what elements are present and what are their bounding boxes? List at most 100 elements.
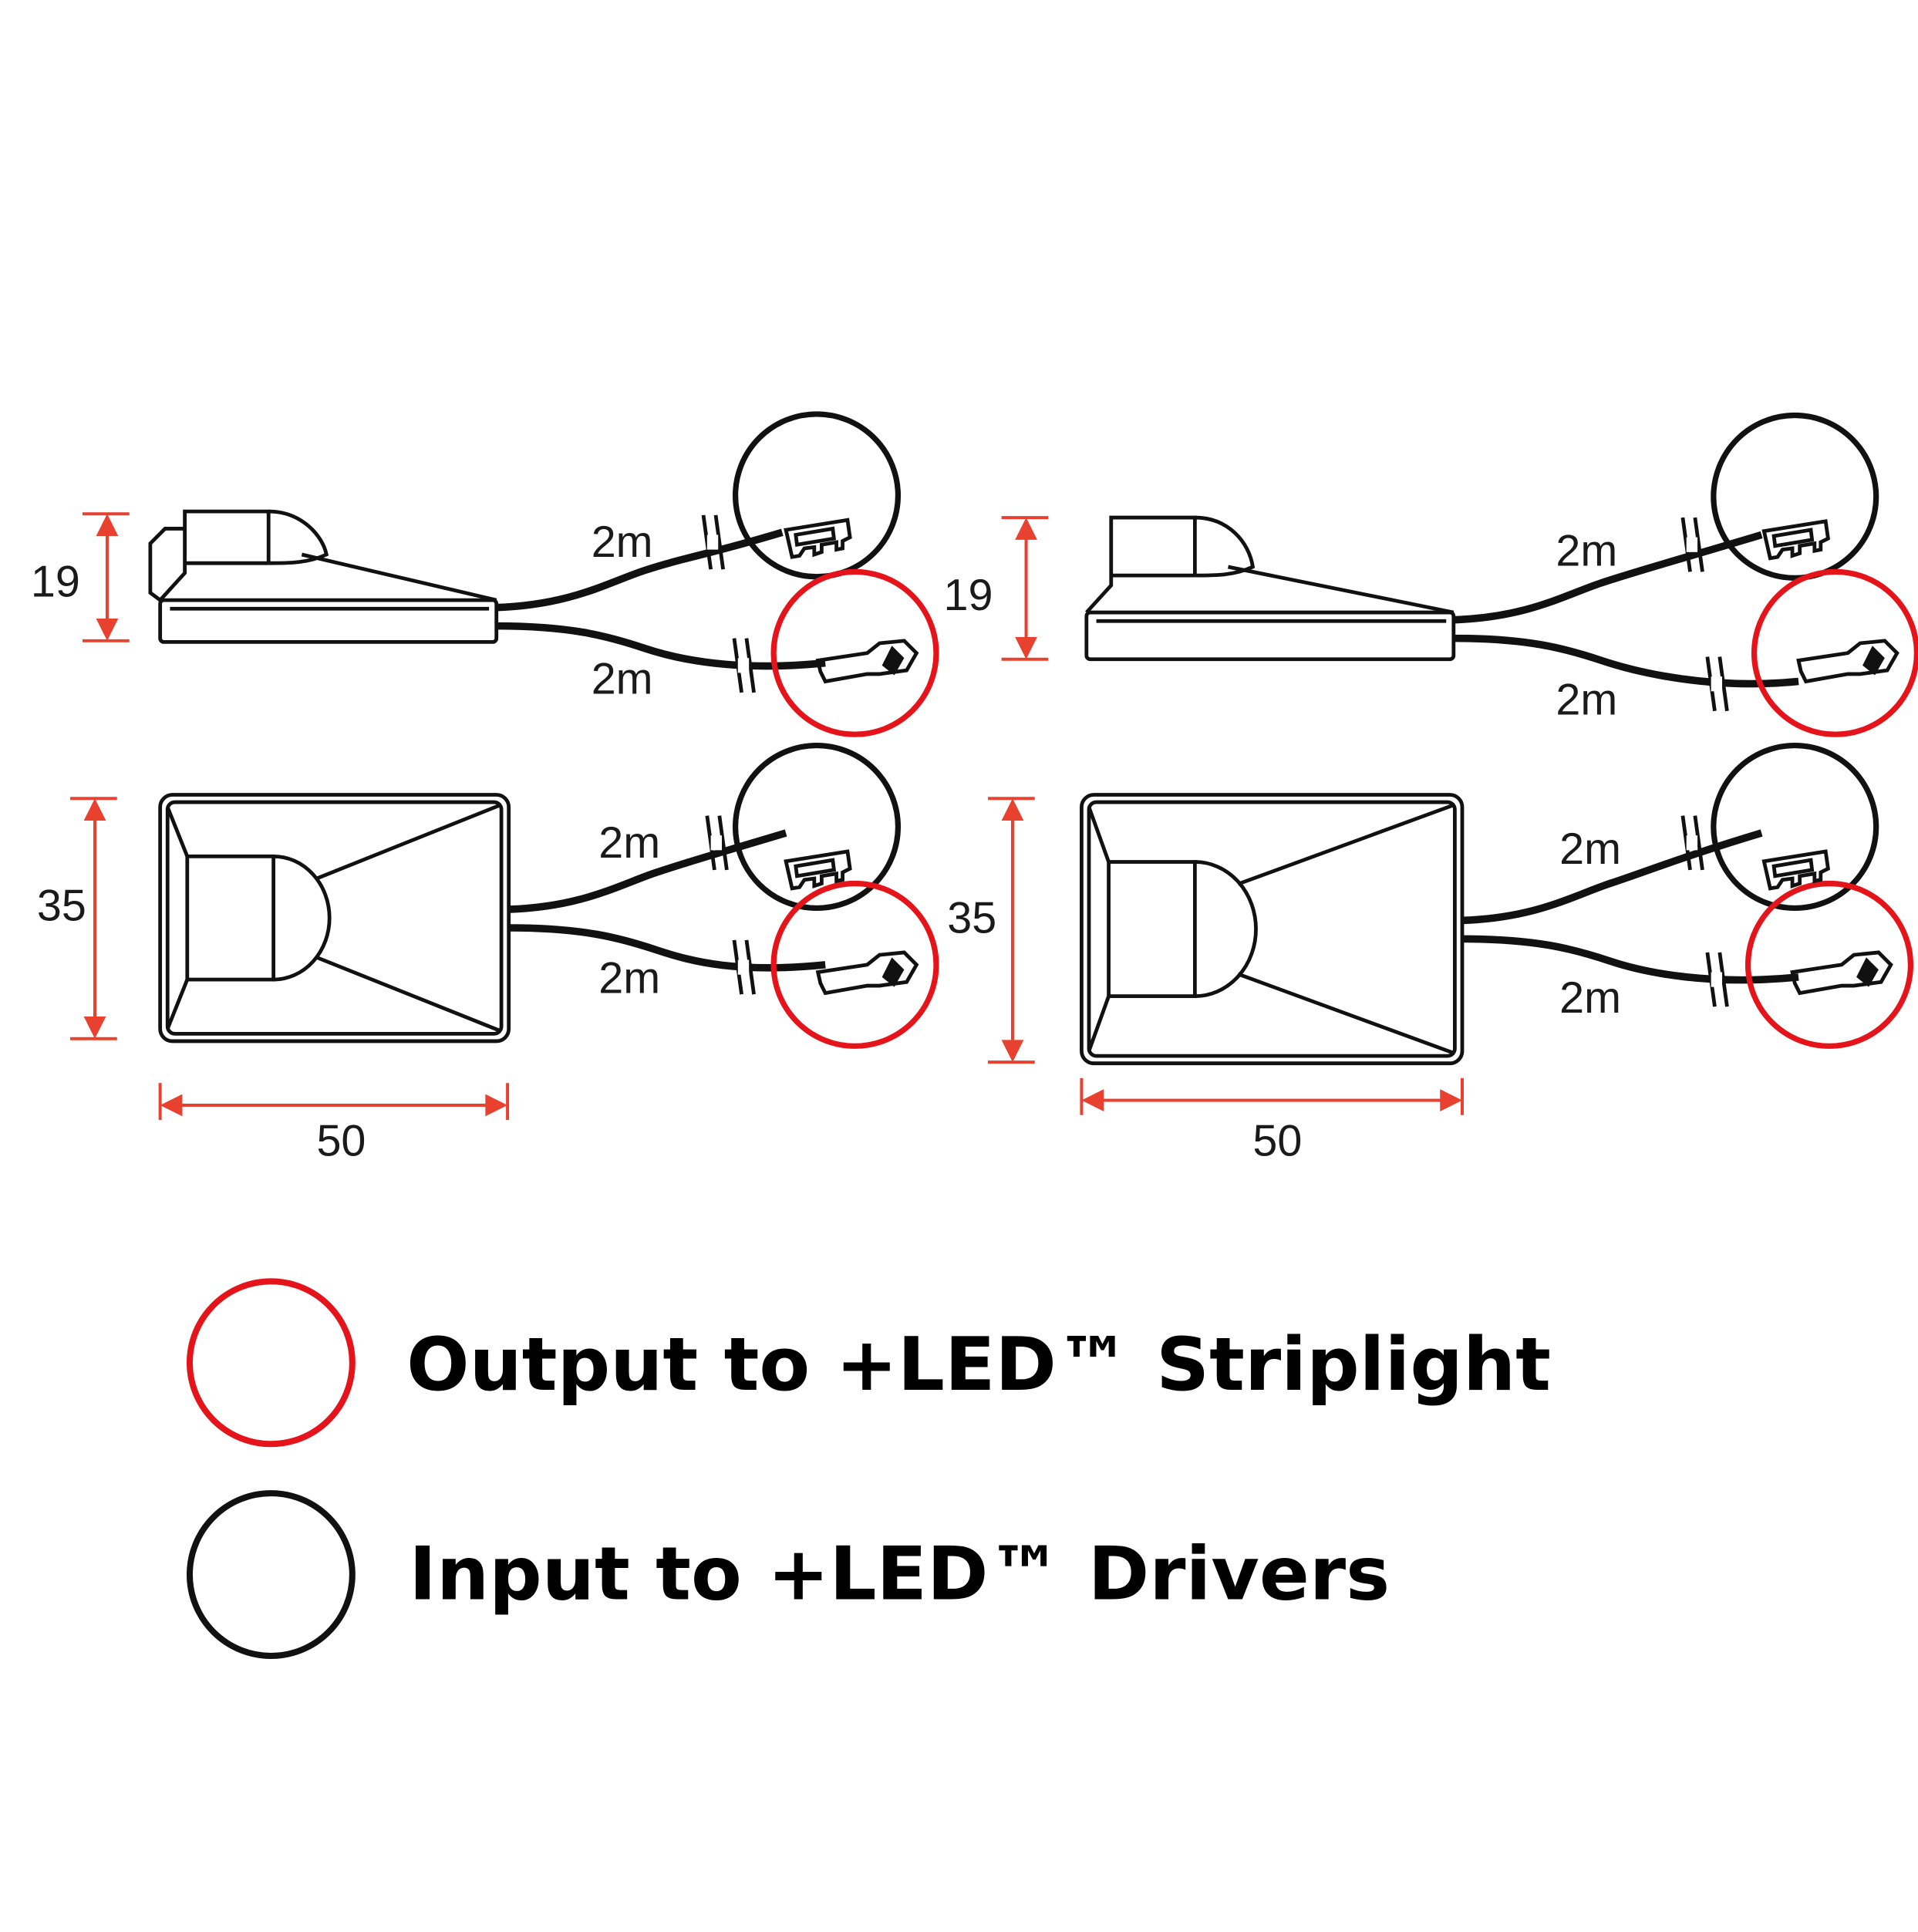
- input-cable: [496, 528, 784, 612]
- sensor-body: [1107, 860, 1197, 999]
- input-cable-length: 2m: [592, 518, 653, 567]
- legend-output-label: Output to +LED™ Striplight: [406, 1321, 1551, 1408]
- input-cable-length: 2m: [1556, 526, 1617, 575]
- legend: Output to +LED™ Striplight Input to +LED…: [186, 1278, 1551, 1659]
- input-connector-highlight-circle: [1711, 412, 1879, 581]
- input-cable-length: 2m: [1559, 824, 1621, 874]
- cable-break-gap: [1711, 676, 1723, 692]
- arrow-down-icon: [83, 1016, 106, 1039]
- output-cable-length: 2m: [598, 954, 660, 1003]
- side-view: 19 2m 2m: [31, 411, 939, 737]
- cable-break-mark: [1680, 815, 1692, 871]
- top-view: 35 50 2m 2m: [947, 742, 1914, 1165]
- height-label: 19: [943, 571, 993, 620]
- sensor-cap: [158, 509, 271, 602]
- cable-break-gap: [706, 534, 719, 550]
- output-connector-highlight-circle: [770, 880, 939, 1049]
- depth-label: 35: [947, 893, 996, 942]
- connector-latch: [1771, 858, 1815, 878]
- output-cable: [1461, 935, 1799, 984]
- connector-tip: [881, 957, 905, 987]
- height-label: 19: [31, 557, 80, 606]
- connector-tip: [1856, 957, 1879, 987]
- sensor-dome: [1195, 860, 1258, 999]
- arrow-up-icon: [96, 514, 119, 537]
- side-view: 19 2m 2m: [943, 412, 1918, 737]
- depth-label: 35: [37, 881, 86, 930]
- input-connector-icon: [1761, 519, 1831, 561]
- cable-break-gap: [1686, 537, 1698, 552]
- cable-break-gap: [737, 658, 750, 673]
- unit-2: 19 2m 2m 35 50 2m 2m: [943, 412, 1918, 1165]
- sensor-cap: [1085, 515, 1197, 614]
- output-cable-length: 2m: [1559, 973, 1621, 1023]
- housing-bevel-lines: [166, 803, 502, 1033]
- output-cable-length: 2m: [1556, 676, 1617, 725]
- input-cable: [508, 829, 787, 913]
- housing-bevel-lines: [1087, 803, 1456, 1056]
- arrow-up-icon: [1015, 518, 1037, 540]
- cable-break-mark: [713, 514, 725, 570]
- mount-clip: [148, 527, 185, 602]
- legend-input-circle: [186, 1490, 356, 1659]
- cable-break-mark: [1705, 952, 1717, 1007]
- output-connector-icon: [815, 950, 919, 996]
- output-cable: [508, 924, 826, 972]
- arrow-left-icon: [1081, 1089, 1104, 1111]
- arrow-right-icon: [485, 1094, 508, 1117]
- sensor-dome: [268, 509, 329, 565]
- output-connector-highlight-circle: [1751, 568, 1918, 737]
- cable-break-mark: [1717, 656, 1729, 712]
- housing-outline: [1080, 793, 1465, 1066]
- cable-break-mark: [1705, 656, 1717, 712]
- arrow-left-icon: [160, 1094, 183, 1117]
- housing-inner: [1087, 800, 1457, 1058]
- cable-break-gap: [1686, 835, 1698, 851]
- arrow-up-icon: [83, 798, 106, 821]
- connector-tip: [1862, 646, 1885, 676]
- input-connector-highlight-circle: [732, 742, 902, 912]
- output-connector-highlight-circle: [770, 568, 939, 737]
- input-connector-highlight-circle: [732, 411, 902, 580]
- housing-inner: [165, 800, 504, 1036]
- width-label: 50: [316, 1116, 366, 1165]
- arrow-down-icon: [1001, 1040, 1024, 1063]
- output-connector-icon: [815, 639, 919, 684]
- arrow-down-icon: [96, 619, 119, 641]
- unit-1: 19 2m 2m 35 50 2m 2m: [31, 411, 939, 1165]
- cable-break-gap: [1711, 972, 1723, 987]
- input-connector-highlight-circle: [1711, 742, 1879, 912]
- input-connector-icon: [784, 518, 852, 559]
- output-connector-icon: [1796, 639, 1899, 684]
- cable-break-mark: [717, 815, 729, 871]
- output-connector-icon: [1790, 950, 1893, 996]
- output-cable: [496, 622, 826, 670]
- cable-break-mark: [744, 939, 756, 995]
- connector-tip: [881, 646, 905, 676]
- housing-outline: [158, 793, 511, 1044]
- housing-slope: [301, 552, 497, 602]
- sensor-dome: [273, 854, 332, 982]
- legend-input-label: Input to +LED™ Drivers: [409, 1531, 1390, 1617]
- width-label: 50: [1252, 1116, 1302, 1165]
- output-connector-highlight-circle: [1744, 880, 1914, 1049]
- sensor-dome: [1195, 515, 1256, 578]
- output-cable: [1453, 634, 1799, 688]
- input-cable-length: 2m: [598, 818, 660, 868]
- housing-base: [158, 598, 499, 644]
- cable-break-gap: [737, 959, 750, 975]
- cable-break-mark: [1693, 517, 1704, 572]
- arrow-up-icon: [1001, 798, 1024, 821]
- output-cable-length: 2m: [592, 654, 653, 703]
- cable-break-mark: [1693, 815, 1704, 871]
- arrow-down-icon: [1015, 637, 1037, 659]
- top-view: 35 50 2m 2m: [37, 742, 939, 1165]
- connector-latch: [794, 526, 837, 547]
- cable-break-mark: [1680, 517, 1692, 572]
- housing-slope: [1228, 565, 1455, 615]
- input-connector-icon: [784, 849, 852, 891]
- sensor-body: [185, 854, 275, 982]
- input-connector-icon: [1761, 849, 1831, 891]
- cable-break-gap: [710, 835, 723, 851]
